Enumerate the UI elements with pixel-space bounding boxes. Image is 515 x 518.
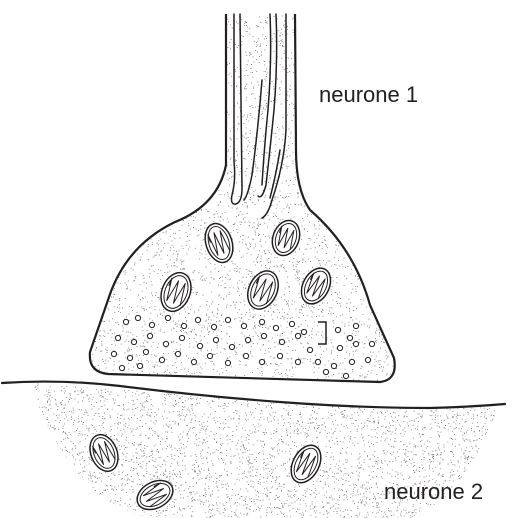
mitochondrion <box>132 475 178 516</box>
vesicle <box>295 359 300 364</box>
postsynaptic-mitochondria <box>85 431 327 516</box>
label-neurone-1: neurone 1 <box>319 82 418 108</box>
vesicle <box>181 323 186 328</box>
vesicle <box>131 339 136 344</box>
vesicle <box>335 327 340 332</box>
vesicle <box>241 323 246 328</box>
vesicle <box>243 353 248 358</box>
vesicle <box>123 319 128 324</box>
vesicle <box>353 341 358 346</box>
mitochondrion <box>296 263 337 309</box>
vesicle <box>347 335 352 340</box>
vesicle <box>191 359 196 364</box>
vesicle <box>143 349 148 354</box>
vesicle <box>149 322 154 327</box>
vesicle <box>195 317 200 322</box>
synaptic-vesicles <box>111 315 374 378</box>
vesicle <box>211 324 216 329</box>
vesicle <box>213 337 218 342</box>
mitochondrion <box>85 431 123 476</box>
vesicle <box>279 339 284 344</box>
vesicle <box>225 360 230 365</box>
vesicle <box>179 335 184 340</box>
vesicle <box>315 359 320 364</box>
vesicle <box>119 365 124 370</box>
vesicle <box>165 315 170 320</box>
vesicle <box>259 319 264 324</box>
vesicle <box>273 325 278 330</box>
mitochondrion <box>285 440 327 488</box>
vesicle <box>301 329 306 334</box>
vesicle <box>147 333 152 338</box>
vesicle <box>365 357 370 362</box>
mitochondrion <box>200 220 237 266</box>
vesicle <box>353 323 358 328</box>
vesicle <box>337 345 342 350</box>
vesicle <box>163 341 168 346</box>
vesicle <box>295 333 300 338</box>
vesicle <box>349 359 354 364</box>
vesicle <box>135 315 140 320</box>
vesicle <box>197 343 202 348</box>
mitochondrion <box>242 266 284 314</box>
presynaptic-terminal <box>85 10 401 385</box>
mitochondrion <box>156 268 197 316</box>
vesicle <box>261 333 266 338</box>
vesicle <box>137 363 142 368</box>
postsynaptic-membrane <box>2 382 505 408</box>
axon-filaments <box>232 14 287 218</box>
vesicle <box>343 373 348 378</box>
vesicle-bracket-mark <box>318 322 326 344</box>
vesicle <box>111 351 116 356</box>
vesicle <box>127 355 132 360</box>
terminal-mitochondria <box>156 217 337 316</box>
vesicle <box>175 351 180 356</box>
vesicle <box>369 341 374 346</box>
vesicle <box>115 335 120 340</box>
vesicle <box>259 359 264 364</box>
label-neurone-2: neurone 2 <box>384 479 483 505</box>
mitochondrion <box>268 217 305 260</box>
vesicle <box>331 363 336 368</box>
vesicle <box>245 337 250 342</box>
vesicle <box>289 321 294 326</box>
vesicle <box>323 369 328 374</box>
vesicle <box>159 357 164 362</box>
vesicle <box>207 353 212 358</box>
vesicle <box>277 353 282 358</box>
vesicle <box>225 317 230 322</box>
vesicle <box>229 344 234 349</box>
vesicle <box>307 347 312 352</box>
